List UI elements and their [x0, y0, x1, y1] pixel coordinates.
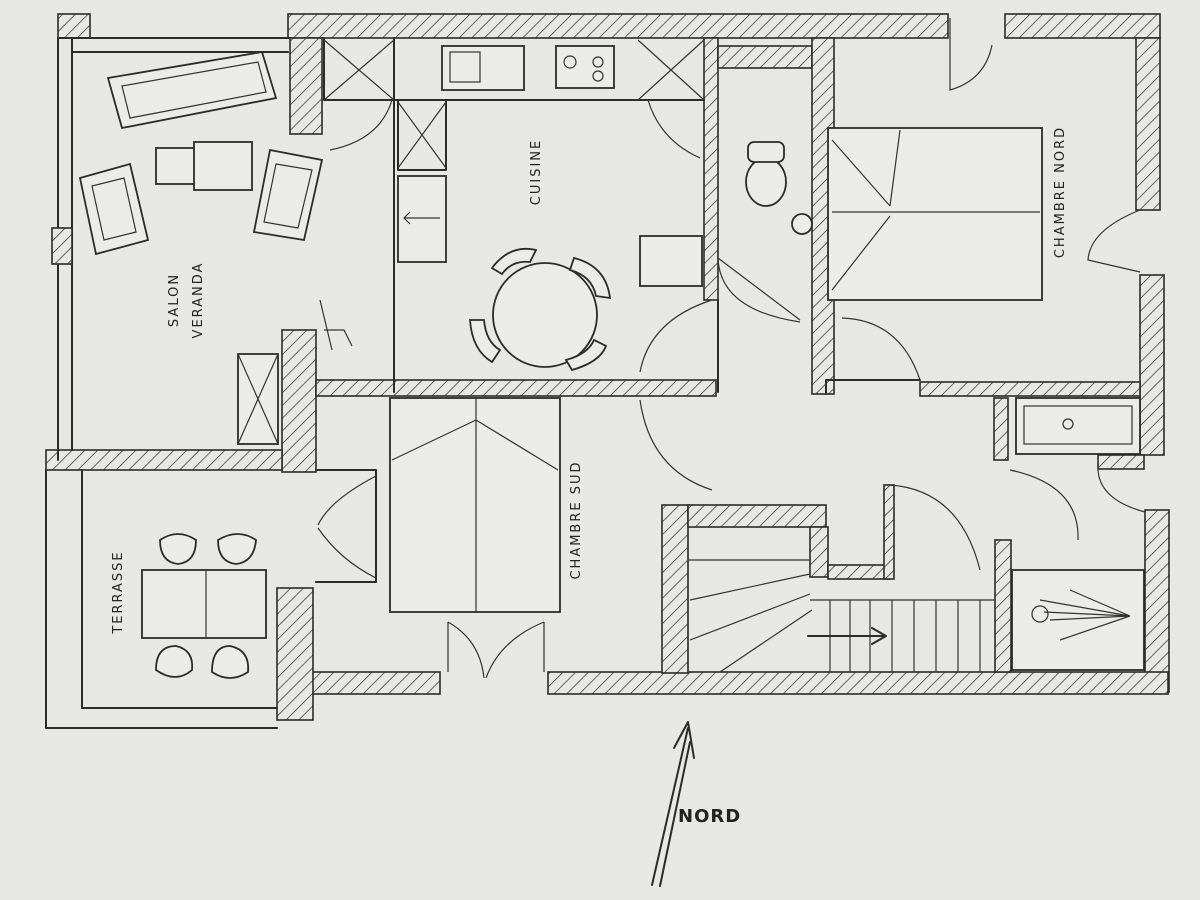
armchair-left [78, 162, 150, 256]
door-front [447, 621, 545, 679]
sink-basin [449, 51, 481, 83]
terrace-furniture [141, 533, 267, 679]
label-nord: NORD [678, 806, 741, 827]
terrace-chair-2 [217, 533, 257, 565]
label-cuisine: CUISINE [529, 139, 544, 205]
staircase [687, 530, 995, 673]
wall-stair-ledge [827, 564, 891, 580]
cooktop [555, 45, 615, 89]
door-kitchen-corridor [639, 299, 713, 373]
wall-top-right [1004, 13, 1161, 39]
lamp [319, 299, 353, 351]
chambre-nord-room [827, 127, 1043, 301]
wall-salon-top [289, 37, 323, 135]
toilet-tank [747, 141, 785, 163]
wall-wc-top [717, 45, 813, 69]
wall-top-kitchen [287, 13, 949, 39]
wall-kitchen-chamber [315, 379, 717, 397]
dining-chair-3 [469, 319, 502, 364]
wall-wc-left [703, 37, 719, 301]
fridge [397, 175, 447, 263]
label-terrasse: TERRASSE [111, 550, 126, 634]
sink [441, 45, 525, 91]
terrace-area [45, 469, 377, 729]
door-top-right [949, 18, 993, 91]
interior-walls [315, 37, 1145, 674]
side-table [193, 141, 253, 191]
door-bath-right [1097, 469, 1146, 513]
wall-chambre-bottom [919, 381, 1141, 397]
wall-right-upper [1135, 37, 1161, 211]
dining-chair-4 [564, 338, 608, 372]
wall-right-lower [1144, 509, 1170, 693]
salon-furniture [78, 50, 353, 445]
terrace-chair-1 [159, 533, 197, 565]
north-arrow-shaft [651, 727, 691, 887]
wc-sink [791, 213, 813, 235]
shower-tray [1011, 569, 1145, 671]
chambre-sud-room [389, 397, 561, 613]
terrace-table [141, 569, 267, 639]
wall-bath-bottom-right [1097, 454, 1145, 470]
dining-table [492, 262, 598, 368]
salon-window-mark [51, 227, 73, 265]
north-arrow-head [673, 721, 695, 759]
wall-right-mid [1139, 274, 1165, 456]
wall-left-lower [45, 449, 283, 471]
door-kitchen-top [647, 99, 701, 159]
armchair-right [252, 148, 324, 242]
wall-bottom-right [547, 671, 1169, 695]
doors [329, 18, 1146, 679]
label-chambre-sud: CHAMBRE SUD [569, 460, 584, 579]
wall-bottom-mid [311, 671, 441, 695]
north-arrow [651, 721, 695, 887]
wall-corridor-post [883, 484, 895, 580]
door-chambre-sud [639, 399, 713, 491]
wall-terrace-pillar [276, 587, 314, 721]
bathroom-vanity [1015, 397, 1141, 455]
wall-shower-left [994, 539, 1012, 673]
exterior-walls [45, 13, 1170, 721]
wall-bath-left [993, 397, 1009, 461]
wall-top-left [57, 13, 91, 39]
label-veranda: VERANDA [191, 262, 206, 339]
toilet [745, 157, 787, 207]
label-salon: SALON [167, 273, 182, 327]
door-chambre-right [1087, 209, 1141, 273]
door-wc [717, 257, 801, 323]
sofa [106, 50, 278, 130]
wall-stair-left [661, 504, 689, 674]
dining-chair-1 [490, 247, 538, 276]
stair-arrow [807, 627, 887, 645]
wall-stair-step [809, 526, 829, 578]
label-chambre-nord: CHAMBRE NORD [1053, 126, 1068, 258]
wall-stair-top [687, 504, 827, 528]
door-salon [329, 99, 393, 151]
double-bed-nord [827, 127, 1043, 301]
kitchen-cabinet [639, 235, 703, 287]
door-bathroom [889, 484, 981, 571]
door-shower [1009, 469, 1079, 541]
salon-veranda-room [51, 37, 291, 461]
wall-salon-pillar [281, 329, 317, 473]
double-bed-sud [389, 397, 561, 613]
terrace-chair-4 [211, 645, 250, 679]
terrace-chair-3 [155, 645, 194, 678]
door-chambre-nord [841, 317, 921, 381]
dining-chair-2 [568, 256, 612, 300]
kitchen-fixtures [323, 37, 705, 372]
wet-rooms [745, 141, 1145, 671]
